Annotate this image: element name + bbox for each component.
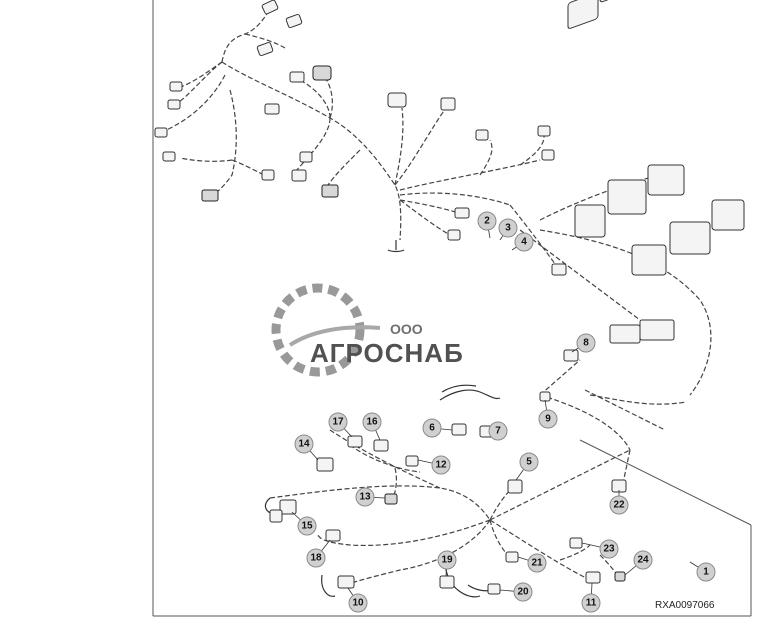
callout-10: 10: [347, 587, 368, 613]
callout-label: 1: [703, 567, 709, 578]
callout-circle: [477, 211, 497, 231]
large-connectors: [567, 0, 745, 431]
callout-18: 18: [306, 539, 331, 568]
watermark: ООО АГРОСНАБ: [271, 283, 464, 377]
callout-label: 12: [435, 460, 447, 471]
watermark-line2: АГРОСНАБ: [310, 338, 464, 368]
callout-13: 13: [355, 487, 386, 507]
callout-3: 3: [498, 218, 518, 241]
callout-2: 2: [477, 211, 497, 239]
callout-circle: [422, 418, 442, 438]
callout-label: 8: [583, 338, 589, 349]
callout-circle: [599, 539, 619, 559]
callout-label: 20: [517, 587, 529, 598]
callout-label: 6: [429, 423, 435, 434]
callout-label: 17: [332, 417, 344, 428]
figure-code: RXA0097066: [655, 600, 715, 611]
upper-harness: [161, 11, 712, 396]
callout-circle: [297, 516, 317, 536]
callout-label: 13: [359, 492, 371, 503]
callout-4: 4: [511, 232, 534, 252]
callout-circle: [355, 487, 375, 507]
callout-circle: [488, 421, 508, 441]
callout-label: 10: [352, 598, 364, 609]
callout-23: 23: [581, 539, 619, 559]
callout-5: 5: [515, 452, 539, 481]
callout-label: 15: [301, 521, 313, 532]
callout-12: 12: [417, 455, 451, 475]
callout-8: 8: [571, 333, 596, 353]
callout-circle: [633, 550, 653, 570]
upper-connectors: [154, 0, 567, 276]
callout-label: 22: [613, 500, 625, 511]
callout-label: 14: [298, 439, 310, 450]
watermark-line1: ООО: [390, 321, 423, 337]
lower-connectors: [269, 349, 627, 595]
callout-circle: [513, 582, 533, 602]
callout-circle: [431, 455, 451, 475]
callout-label: 7: [495, 426, 501, 437]
callout-circle: [362, 412, 382, 432]
callout-21: 21: [517, 553, 547, 573]
callout-label: 23: [603, 544, 615, 555]
callout-label: 18: [310, 553, 322, 564]
callout-15: 15: [291, 511, 317, 536]
callout-label: 5: [526, 457, 532, 468]
callout-19: 19: [437, 550, 457, 577]
callout-circle: [538, 409, 558, 429]
callout-circle: [437, 550, 457, 570]
callout-circle: [609, 495, 629, 515]
callout-circle: [498, 218, 518, 238]
callout-circle: [294, 434, 314, 454]
callout-24: 24: [624, 550, 653, 576]
callout-14: 14: [294, 434, 319, 461]
callout-17: 17: [328, 412, 353, 438]
callout-circle: [519, 452, 539, 472]
callout-label: 2: [484, 216, 490, 227]
callout-1: 1: [689, 561, 716, 582]
callout-circle: [527, 553, 547, 573]
callout-label: 11: [586, 598, 597, 609]
diagram-frame: [152, 0, 752, 617]
callout-circle: [696, 562, 716, 582]
callout-9: 9: [538, 399, 558, 429]
callout-label: 21: [531, 558, 543, 569]
callout-circle: [306, 548, 326, 568]
callout-circle: [348, 593, 368, 613]
callout-label: 24: [637, 555, 649, 566]
callout-circle: [581, 593, 601, 613]
callout-circle: [576, 333, 596, 353]
callout-22: 22: [609, 490, 629, 515]
callout-7: 7: [488, 421, 508, 441]
callout-circle: [514, 232, 534, 252]
callout-label: 19: [441, 555, 453, 566]
callout-circle: [328, 412, 348, 432]
callout-label: 4: [521, 237, 527, 248]
callout-6: 6: [422, 418, 453, 438]
callout-label: 16: [366, 417, 378, 428]
callout-16: 16: [362, 412, 382, 441]
callout-20: 20: [499, 582, 533, 602]
callout-label: 3: [505, 223, 511, 234]
callout-11: 11: [581, 582, 601, 613]
callout-label: 9: [545, 414, 551, 425]
